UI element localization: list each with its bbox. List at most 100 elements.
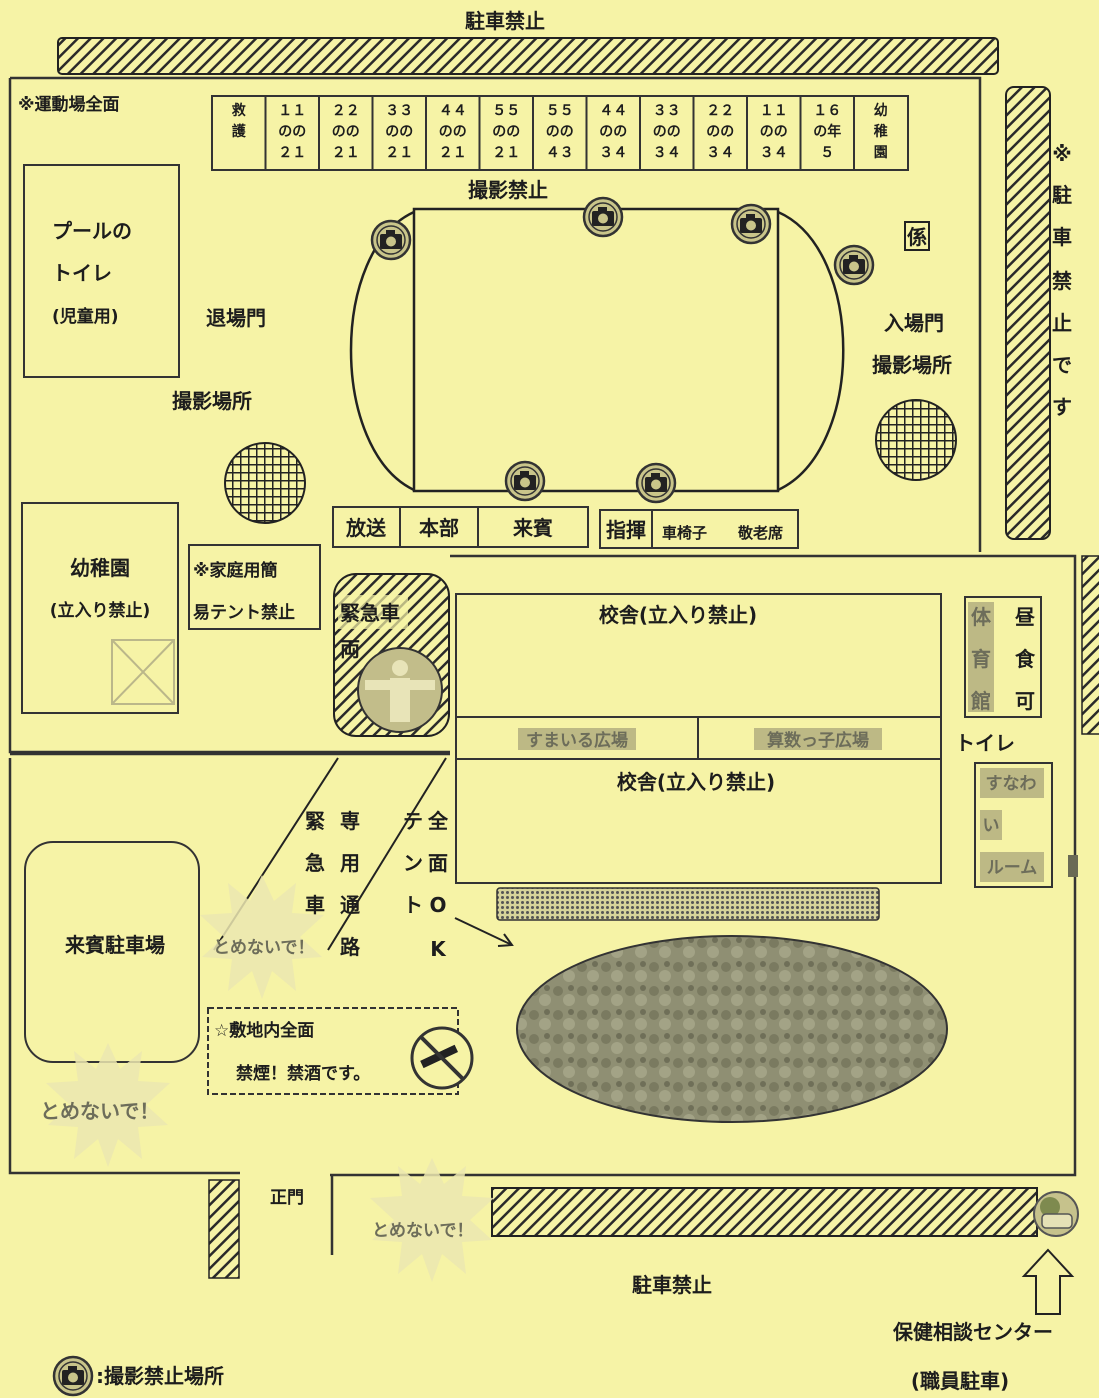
- school-building-top-label: 校舎(立入り禁止): [599, 603, 757, 627]
- pool-toilet-line2: トイレ: [52, 261, 112, 285]
- svg-text:ト: ト: [403, 893, 423, 917]
- top-no-parking-label: 駐車禁止: [465, 9, 545, 33]
- camera-icon: [370, 219, 412, 261]
- plaza-left-label: すまいる広場: [526, 730, 628, 751]
- grade-cell-text: １１: [278, 103, 306, 119]
- svg-text:車: 車: [1052, 225, 1072, 249]
- no-entry-mark: [111, 639, 175, 705]
- svg-text:禁: 禁: [1052, 269, 1072, 293]
- grade-cell-text: のの: [760, 124, 788, 140]
- svg-text:通: 通: [340, 893, 360, 917]
- grade-cell-text: ２２: [706, 103, 734, 119]
- gym-box: [964, 596, 1042, 718]
- tent-note-line1: ※家庭用簡: [193, 560, 278, 581]
- booth-elderly: 敬老席: [737, 524, 783, 542]
- svg-text:館: 館: [971, 689, 991, 713]
- arrow-icon: [454, 917, 514, 947]
- camera-icon: [635, 462, 677, 504]
- lunch-ok-label: 昼 食 可: [1015, 605, 1036, 713]
- svg-text:専: 専: [340, 809, 360, 833]
- emergency-vehicle-label1: 緊急車: [340, 601, 400, 625]
- svg-text:K: K: [430, 937, 447, 961]
- svg-text:駐: 駐: [1052, 183, 1072, 207]
- person-icon: [357, 647, 443, 733]
- dont-stop-label-3: とめないで！: [372, 1221, 474, 1241]
- dont-stop-label-1: とめないで！: [213, 938, 315, 958]
- guest-parking-label: 来賓駐車場: [64, 933, 165, 957]
- grade-cell-text: ２１: [492, 145, 520, 161]
- camera-icon: [504, 460, 546, 502]
- tent-ok-text: テ ン ト 全 面 O K: [403, 809, 449, 961]
- staff-mark: [904, 221, 930, 251]
- gym-label: 体 育 館: [971, 605, 992, 713]
- tent-note-line2: 易テント禁止: [193, 602, 295, 623]
- grade-cell-text: 幼: [874, 102, 888, 119]
- tent-note-box: [188, 544, 321, 630]
- right-no-parking-text: ※ 駐 車 禁 止 で す: [1052, 142, 1072, 419]
- running-track: [349, 207, 845, 493]
- grade-cell-text: ２１: [439, 145, 467, 161]
- sunao-room-line2: い: [983, 816, 1000, 836]
- car-icon: [1033, 1191, 1079, 1237]
- booth-guests: 来賓: [512, 516, 553, 540]
- pool-toilet-line3: (児童用): [52, 306, 119, 327]
- pool-toilet-line1: プールの: [52, 219, 132, 243]
- plaza-right-label: 算数っ子広場: [766, 730, 869, 751]
- grade-cell-text: ３３: [653, 103, 681, 119]
- right-edge-hatch: [1081, 555, 1099, 735]
- svg-text:体: 体: [971, 605, 992, 629]
- grade-cell-text: ４３: [546, 145, 574, 161]
- main-gate-label: 正門: [270, 1188, 304, 1208]
- right-no-parking-strip: [1005, 86, 1051, 540]
- dont-stop-label-2: とめないで！: [40, 1099, 159, 1123]
- booth-broadcast: 放送: [345, 516, 387, 540]
- svg-text:で: で: [1052, 353, 1072, 377]
- grade-cell-text: ３４: [599, 145, 627, 161]
- sunao-room-line1: すなわ: [986, 774, 1037, 794]
- photo-spot-right-label: 撮影場所: [872, 353, 952, 377]
- grade-cell-text: のの: [278, 124, 306, 140]
- svg-text:面: 面: [428, 851, 448, 875]
- grade-cell-text: ３４: [706, 145, 734, 161]
- svg-text:ン: ン: [403, 851, 423, 875]
- entry-gate-label: 入場門: [884, 311, 944, 335]
- staff-parking-label: (職員駐車): [911, 1369, 1009, 1393]
- field-note: ※運動場全面: [18, 94, 120, 115]
- gate-left-hatch: [208, 1179, 240, 1279]
- grade-cell-text: のの: [439, 124, 467, 140]
- booth-conductor: 指揮: [606, 518, 646, 542]
- photo-spot-left-label: 撮影場所: [172, 389, 252, 413]
- grade-cell-text: ２２: [332, 103, 360, 119]
- school-building-bottom: [455, 758, 942, 884]
- svg-text:緊: 緊: [305, 809, 325, 833]
- staff-label: 係: [907, 225, 927, 249]
- kindergarten-label: 幼稚園: [70, 556, 130, 580]
- svg-text:す: す: [1052, 395, 1072, 419]
- grade-cell-text: 稚: [874, 123, 888, 140]
- svg-text:育: 育: [971, 647, 991, 671]
- exit-gate-label: 退場門: [206, 306, 266, 330]
- arrow-up-icon: [1021, 1248, 1075, 1315]
- grade-cell-text: １６: [813, 103, 841, 119]
- grade-cell-text: ４４: [599, 103, 627, 119]
- grade-cell-text: １１: [760, 103, 788, 119]
- sunao-room-line3: ルーム: [987, 858, 1038, 878]
- smoking-notice-line1: ☆敷地内全面: [214, 1020, 314, 1041]
- svg-text:急: 急: [305, 851, 325, 875]
- grade-cell-text: 救: [232, 102, 247, 119]
- dont-stop-burst: [370, 1158, 494, 1282]
- sunao-room-box: [974, 762, 1053, 888]
- photo-spot-left-patch: [224, 442, 306, 524]
- svg-text:※: ※: [1052, 142, 1071, 166]
- grade-cell-text: のの: [706, 124, 734, 140]
- grade-cell-text: ４４: [439, 103, 467, 119]
- emergency-vehicle-label2: 両: [340, 637, 360, 661]
- bottom-no-parking-strip: [491, 1187, 1038, 1237]
- grade-cell-text: ５５: [492, 103, 520, 119]
- svg-text:テ: テ: [403, 809, 423, 833]
- no-smoking-icon: [410, 1026, 474, 1090]
- camera-icon: [582, 196, 624, 238]
- grade-cell-text: のの: [332, 124, 360, 140]
- bottom-no-parking-label: 駐車禁止: [632, 1273, 712, 1297]
